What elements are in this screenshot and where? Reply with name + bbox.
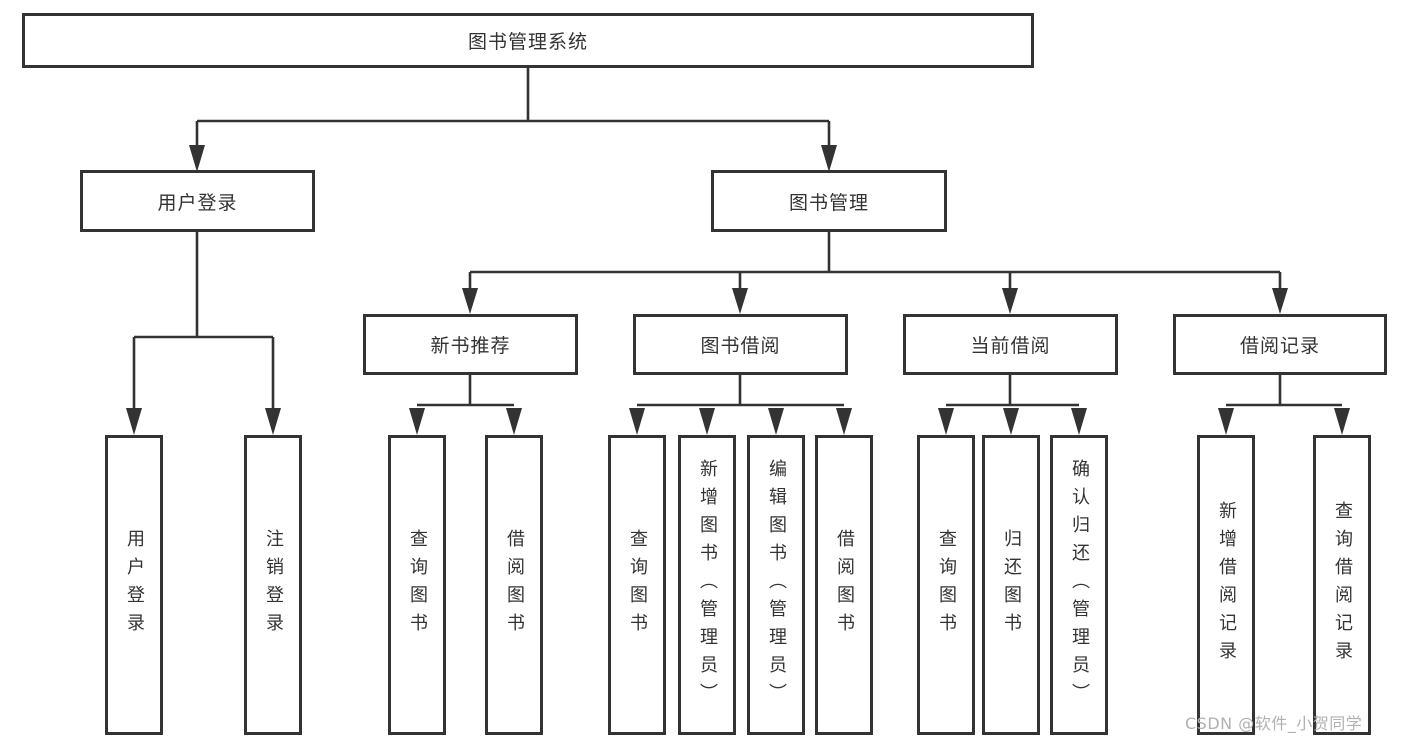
leaf-query-books-recommend: 查询图书 bbox=[388, 435, 446, 735]
leaf-logout-label: 注销登录 bbox=[263, 529, 284, 641]
node-book-borrow: 图书借阅 bbox=[633, 314, 848, 375]
leaf-query-books-recommend-label: 查询图书 bbox=[407, 529, 428, 641]
leaf-query-books-borrow-label: 查询图书 bbox=[627, 529, 648, 641]
leaf-confirm-return-admin: 确认归还（管理员） bbox=[1050, 435, 1108, 735]
leaf-return-books: 归还图书 bbox=[982, 435, 1040, 735]
leaf-user-login-label: 用户登录 bbox=[124, 529, 145, 641]
node-new-book-recommend: 新书推荐 bbox=[363, 314, 578, 375]
leaf-borrow-books-recommend: 借阅图书 bbox=[485, 435, 543, 735]
leaf-query-books-current: 查询图书 bbox=[917, 435, 975, 735]
leaf-edit-book-admin: 编辑图书（管理员） bbox=[747, 435, 805, 735]
leaf-edit-book-admin-label: 编辑图书（管理员） bbox=[766, 459, 787, 711]
leaf-return-books-label: 归还图书 bbox=[1001, 529, 1022, 641]
leaf-query-books-borrow: 查询图书 bbox=[608, 435, 666, 735]
node-user-login: 用户登录 bbox=[80, 170, 315, 232]
leaf-borrow-books-label: 借阅图书 bbox=[834, 529, 855, 641]
leaf-query-borrow-record: 查询借阅记录 bbox=[1313, 435, 1371, 735]
leaf-query-borrow-record-label: 查询借阅记录 bbox=[1332, 501, 1353, 669]
leaf-borrow-books: 借阅图书 bbox=[815, 435, 873, 735]
node-library-system: 图书管理系统 bbox=[22, 13, 1034, 68]
node-borrow-records: 借阅记录 bbox=[1173, 314, 1387, 375]
leaf-add-book-admin: 新增图书（管理员） bbox=[678, 435, 736, 735]
leaf-add-book-admin-label: 新增图书（管理员） bbox=[697, 459, 718, 711]
leaf-add-borrow-record: 新增借阅记录 bbox=[1197, 435, 1255, 735]
leaf-user-login: 用户登录 bbox=[105, 435, 163, 735]
leaf-logout: 注销登录 bbox=[244, 435, 302, 735]
leaf-confirm-return-admin-label: 确认归还（管理员） bbox=[1069, 459, 1090, 711]
node-book-management: 图书管理 bbox=[711, 170, 947, 232]
leaf-add-borrow-record-label: 新增借阅记录 bbox=[1216, 501, 1237, 669]
watermark: CSDN @软件_小贺同学 bbox=[1185, 714, 1363, 733]
leaf-query-books-current-label: 查询图书 bbox=[936, 529, 957, 641]
node-current-borrow: 当前借阅 bbox=[903, 314, 1118, 375]
leaf-borrow-books-recommend-label: 借阅图书 bbox=[504, 529, 525, 641]
